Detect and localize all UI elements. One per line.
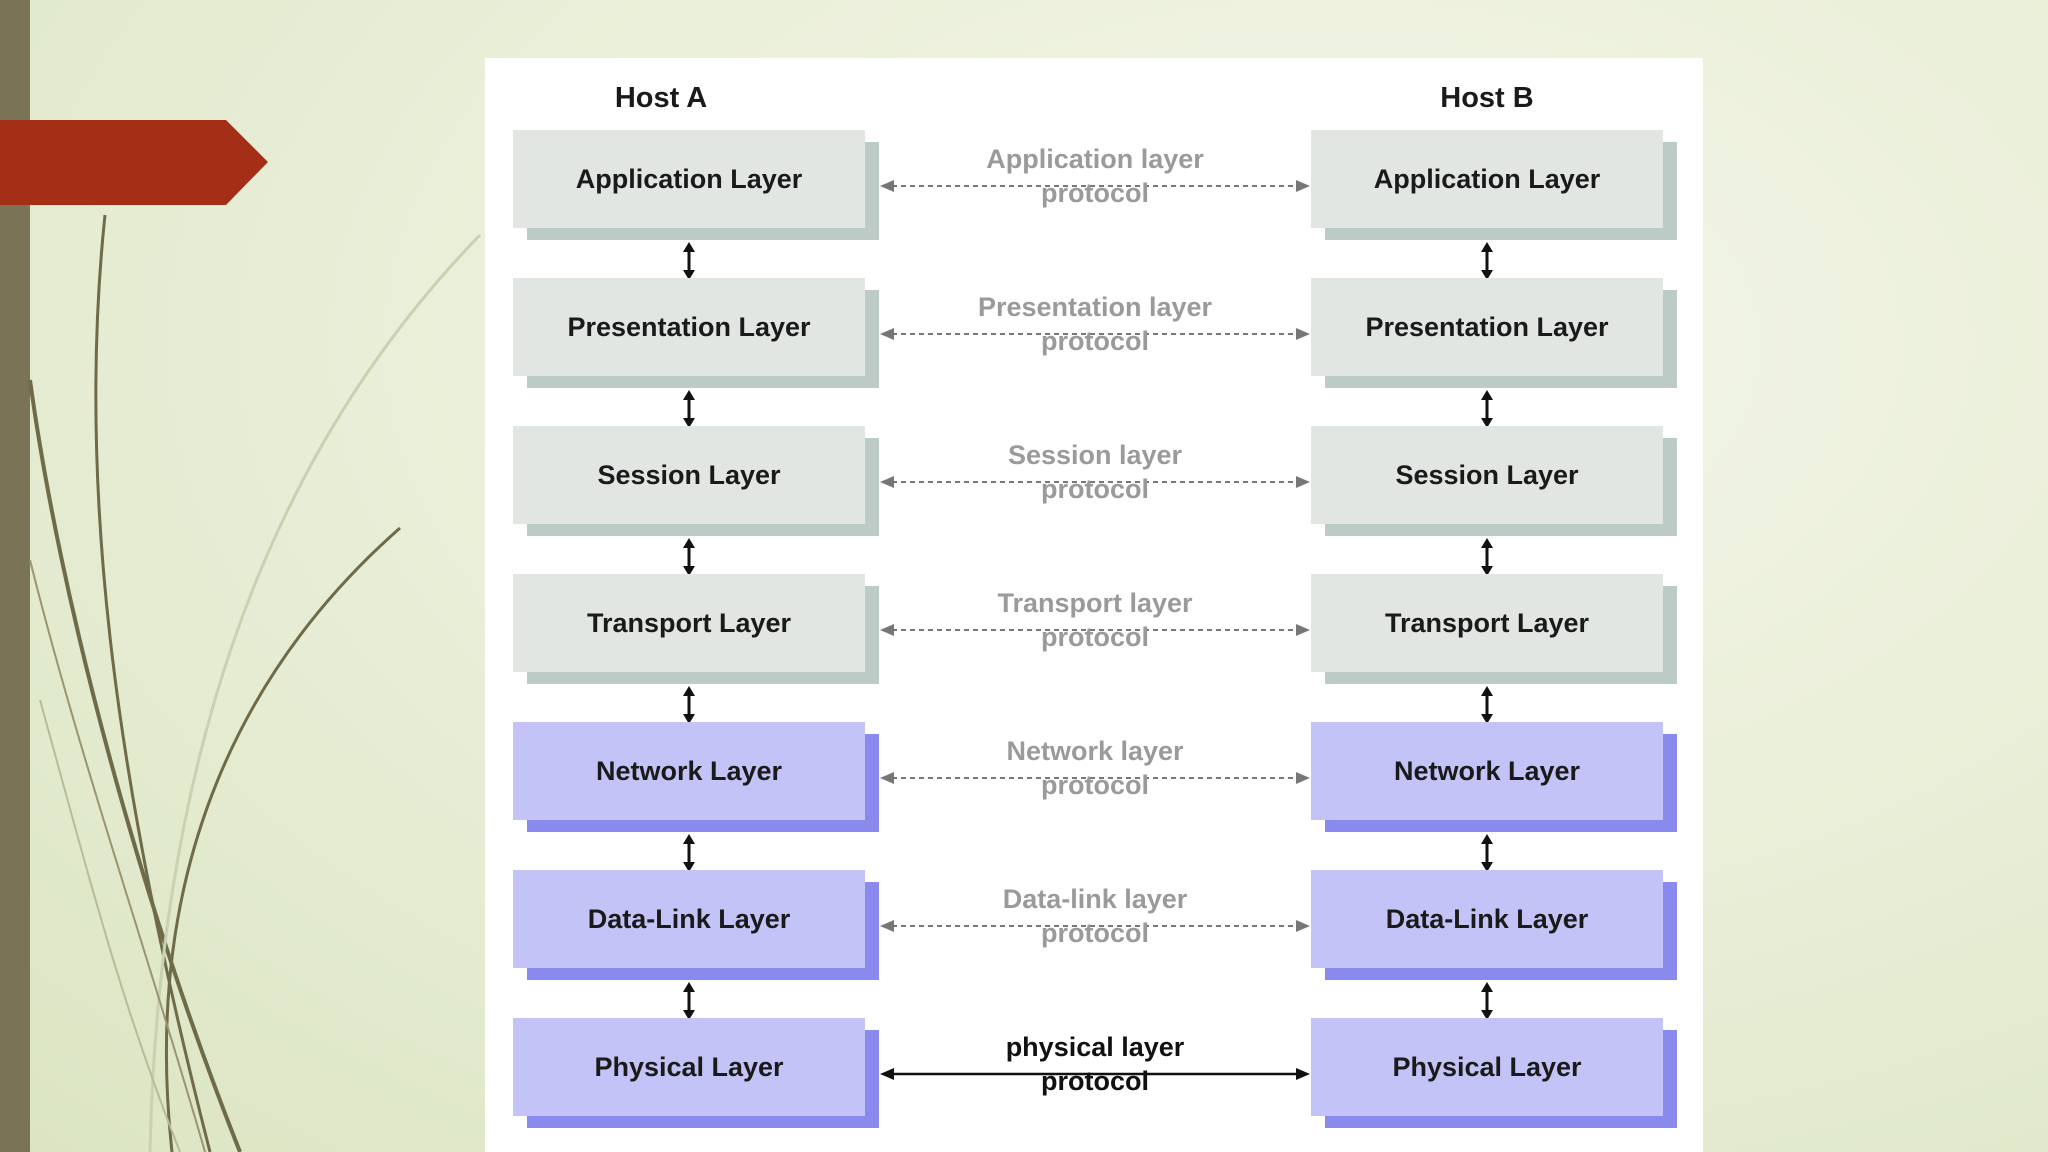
protocol-label: Presentation layer protocol bbox=[880, 290, 1310, 358]
protocol-label-line: protocol bbox=[1041, 474, 1149, 504]
physical-layer-protocol-link: physical layer protocol bbox=[880, 1014, 1310, 1114]
host-a-vertical-link-arrow bbox=[683, 834, 695, 872]
host-a-layer-label: Network Layer bbox=[513, 722, 865, 820]
host-b-layer-label: Data-Link Layer bbox=[1311, 870, 1663, 968]
host-a-vertical-link-arrow bbox=[683, 390, 695, 428]
host-b-layer-label: Application Layer bbox=[1311, 130, 1663, 228]
host-b-layer-label: Network Layer bbox=[1311, 722, 1663, 820]
host-a-layer-label: Transport Layer bbox=[513, 574, 865, 672]
protocol-arrow bbox=[880, 476, 1310, 488]
host-a-layer-label: Session Layer bbox=[513, 426, 865, 524]
session-layer-protocol-link: Session layer protocol bbox=[880, 422, 1310, 522]
host-a-layer-label: Physical Layer bbox=[513, 1018, 865, 1116]
transport-layer-protocol-link: Transport layer protocol bbox=[880, 570, 1310, 670]
host-b-layer-label: Physical Layer bbox=[1311, 1018, 1663, 1116]
host-b-layer-label: Session Layer bbox=[1311, 426, 1663, 524]
protocol-label: Transport layer protocol bbox=[880, 586, 1310, 654]
protocol-label-line: Network layer bbox=[1006, 736, 1184, 766]
protocol-label: Data-link layer protocol bbox=[880, 882, 1310, 950]
application-layer-protocol-link: Application layer protocol bbox=[880, 126, 1310, 226]
host-b-physical-layer-box: Physical Layer bbox=[1311, 1018, 1677, 1128]
protocol-label-line: protocol bbox=[1041, 326, 1149, 356]
protocol-label-line: protocol bbox=[1041, 1066, 1149, 1096]
protocol-label-line: protocol bbox=[1041, 770, 1149, 800]
protocol-label-line: physical layer bbox=[1005, 1032, 1185, 1062]
host-a-vertical-link-arrow bbox=[683, 538, 695, 576]
host-b-vertical-link-arrow bbox=[1481, 538, 1493, 576]
protocol-label-line: Presentation layer bbox=[977, 292, 1213, 322]
presentation-layer-protocol-link: Presentation layer protocol bbox=[880, 274, 1310, 374]
protocol-label-line: Session layer bbox=[1007, 440, 1183, 470]
host-a-vertical-link-arrow bbox=[683, 242, 695, 280]
host-a-transport-layer-box: Transport Layer bbox=[513, 574, 879, 684]
host-a-vertical-link-arrow bbox=[683, 982, 695, 1020]
host-a-physical-layer-box: Physical Layer bbox=[513, 1018, 879, 1128]
host-b-vertical-link-arrow bbox=[1481, 242, 1493, 280]
host-a-network-layer-box: Network Layer bbox=[513, 722, 879, 832]
host-a-session-layer-box: Session Layer bbox=[513, 426, 879, 536]
protocol-label-line: Data-link layer bbox=[1002, 884, 1188, 914]
protocol-label-line: protocol bbox=[1041, 178, 1149, 208]
protocol-label: Network layer protocol bbox=[880, 734, 1310, 802]
host-b-application-layer-box: Application Layer bbox=[1311, 130, 1677, 240]
protocol-arrow bbox=[880, 1068, 1310, 1080]
host-a-presentation-layer-box: Presentation Layer bbox=[513, 278, 879, 388]
protocol-arrow bbox=[880, 772, 1310, 784]
host-b-title: Host B bbox=[1440, 82, 1534, 114]
decorative-swoosh-lines bbox=[28, 214, 482, 1152]
protocol-label: physical layer protocol bbox=[880, 1030, 1310, 1098]
protocol-label-line: protocol bbox=[1041, 622, 1149, 652]
host-a-application-layer-box: Application Layer bbox=[513, 130, 879, 240]
host-b-vertical-link-arrow bbox=[1481, 834, 1493, 872]
protocol-arrow bbox=[880, 328, 1310, 340]
protocol-label: Session layer protocol bbox=[880, 438, 1310, 506]
host-a-layer-label: Presentation Layer bbox=[513, 278, 865, 376]
network-layer-protocol-link: Network layer protocol bbox=[880, 718, 1310, 818]
host-a-layer-label: Data-Link Layer bbox=[513, 870, 865, 968]
host-a-vertical-link-arrow bbox=[683, 686, 695, 724]
host-b-transport-layer-box: Transport Layer bbox=[1311, 574, 1677, 684]
host-a-layer-label: Application Layer bbox=[513, 130, 865, 228]
protocol-label-line: Application layer bbox=[986, 144, 1204, 174]
protocol-arrow bbox=[880, 624, 1310, 636]
host-b-layer-label: Presentation Layer bbox=[1311, 278, 1663, 376]
host-b-presentation-layer-box: Presentation Layer bbox=[1311, 278, 1677, 388]
host-b-session-layer-box: Session Layer bbox=[1311, 426, 1677, 536]
host-b-vertical-link-arrow bbox=[1481, 686, 1493, 724]
protocol-label: Application layer protocol bbox=[880, 142, 1310, 210]
protocol-arrow bbox=[880, 920, 1310, 932]
protocol-label-line: Transport layer bbox=[997, 588, 1193, 618]
host-b-vertical-link-arrow bbox=[1481, 982, 1493, 1020]
host-b-network-layer-box: Network Layer bbox=[1311, 722, 1677, 832]
protocol-label-line: protocol bbox=[1041, 918, 1149, 948]
host-a-data-link-layer-box: Data-Link Layer bbox=[513, 870, 879, 980]
host-b-data-link-layer-box: Data-Link Layer bbox=[1311, 870, 1677, 980]
host-a-title: Host A bbox=[614, 82, 708, 114]
host-b-layer-label: Transport Layer bbox=[1311, 574, 1663, 672]
host-b-vertical-link-arrow bbox=[1481, 390, 1493, 428]
protocol-arrow bbox=[880, 180, 1310, 192]
data-link-layer-protocol-link: Data-link layer protocol bbox=[880, 866, 1310, 966]
accent-tab-shape bbox=[0, 120, 268, 205]
